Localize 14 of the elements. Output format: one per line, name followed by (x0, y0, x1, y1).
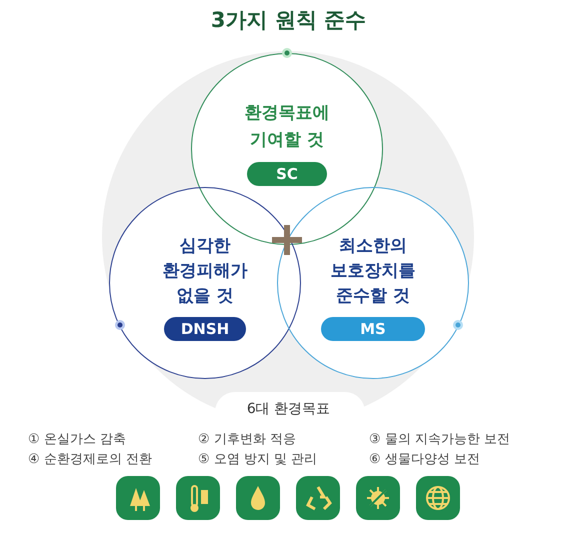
label-pill: SC (247, 162, 327, 186)
circle-text: 환경목표에 기여할 것 (244, 102, 330, 152)
section-heading: 6대 환경목표 (246, 400, 332, 418)
circle-text: 심각한 환경피해가 없을 것 (162, 235, 248, 308)
circle-text: 최소한의 보호장치를 준수할 것 (330, 235, 416, 308)
list-item: ⑥ 생물다양성 보전 (369, 451, 480, 468)
label-pill: MS (321, 317, 425, 341)
list-item: ① 온실가스 감축 (28, 431, 126, 448)
title: 3가지 원칙 준수 (210, 7, 368, 34)
list-item: ③ 물의 지속가능한 보전 (369, 431, 510, 448)
list-item: ② 기후변화 적응 (198, 431, 296, 448)
list-item: ④ 순환경제로의 전환 (28, 451, 152, 468)
list-item: ⑤ 오염 방지 및 관리 (198, 451, 318, 468)
label-pill: DNSH (164, 317, 246, 341)
